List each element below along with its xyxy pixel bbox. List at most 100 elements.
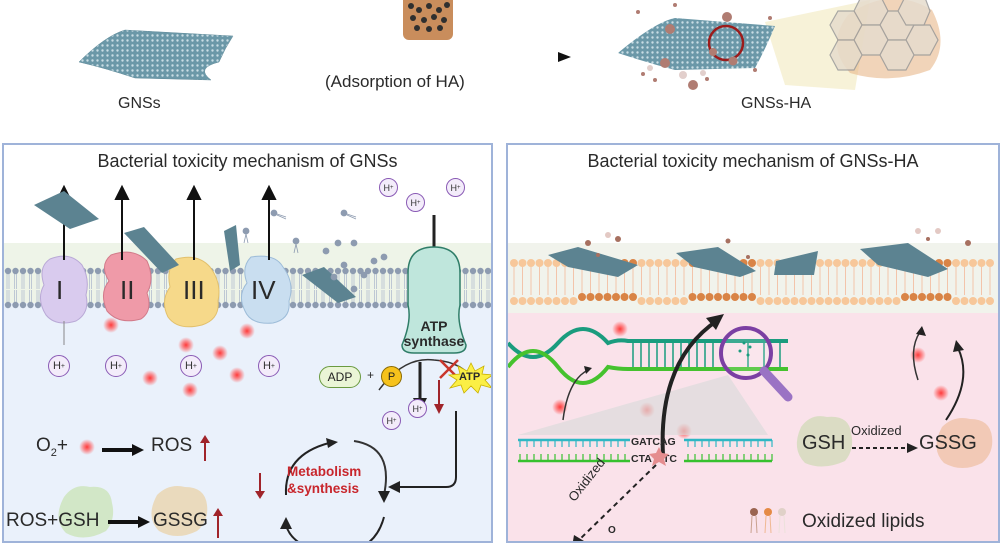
proton-ion: H+ [379,178,398,197]
attack-arrows [562,314,965,456]
gns-label: GNSs [118,95,161,112]
process-label: (Adsorption of HA) [325,72,465,91]
complex-II-label: II [120,275,135,305]
ros-dot [612,321,628,337]
proton-text: H [410,197,417,208]
atp-star [447,362,491,394]
complex-I-label: I [56,275,64,305]
atp-synthase [401,215,467,354]
right-panel-title: Bacterial toxicity mechanism of GNSs-HA [587,151,919,171]
proton-ion: H+ [408,399,427,418]
complex-II [103,251,152,322]
proton-ion: H+ [406,193,425,212]
left-panel-title: Bacterial toxicity mechanism of GNSs [97,151,398,171]
gssg-blob [936,418,993,468]
o2-text: O [36,435,51,456]
complex-III [164,256,220,328]
decrease-arrow-icon [255,473,265,499]
oxidized-base-star [649,447,669,466]
proton-ion: H+ [382,411,401,430]
dna-helix [508,327,788,385]
proton-sup: + [192,362,198,370]
proton-ion: H+ [180,355,202,377]
proton-text: H [412,403,419,414]
metabolism-cycle [280,411,457,541]
atp-synthase-line2: synthase [403,333,465,349]
reaction-arrow [108,516,150,528]
metabolism-label: Metabolism &synthesis [287,463,361,497]
proton-text: H [184,360,193,372]
phosphate-badge: P [381,366,402,387]
oxidized-lipids-legend-icon [750,508,786,534]
adp-badge: ADP [319,366,361,388]
dna-bottom-sequence-left: CTA [631,453,652,465]
metabolism-line2: &synthesis [287,481,360,496]
complex-IV [241,255,292,324]
proton-ion: H+ [258,355,280,377]
plus-sign: + [367,368,375,382]
increase-arrow-icon [200,435,210,461]
metabolism-line1: Metabolism [287,464,362,479]
gssg-blob [151,486,208,536]
proton-sup: + [416,199,421,206]
proton-text: H [262,360,271,372]
proton-text: H [52,360,61,372]
complex-IV-label: IV [251,275,276,305]
graphene-sheet-icon [78,29,234,81]
oxidized-arrow-label: Oxidized [851,423,902,438]
o2-reactant: O2+ [36,435,68,459]
gssg-product: GSSG [153,510,208,531]
ros-dot [142,370,158,386]
proton-ion: H+ [48,355,70,377]
right-panel: Bacterial toxicity mechanism of GNSs-HA [506,143,1000,543]
proton-text: H [383,182,390,193]
dislodged-lipids [242,209,388,293]
proton-text: H [450,182,457,193]
ros-dot [212,345,228,361]
atp-synthase-label: ATP synthase [398,319,470,349]
dna-top-sequence: GATCAG [631,436,676,448]
magnifier-icon [719,326,793,402]
graphene-ha-sheets [548,228,971,277]
oxo-symbol: O [608,525,616,536]
proton-sup: + [270,362,276,370]
left-panel: Bacterial toxicity mechanism of GNSs /* … [2,143,493,543]
proton-ion: H+ [446,178,465,197]
complex-I [40,255,88,345]
proton-text: H [109,360,118,372]
atp-synthase-line1: ATP [420,318,448,334]
reaction-arrow [102,444,144,456]
ros-dot [182,382,198,398]
ros-dot [229,367,245,383]
ros-dot [933,385,949,401]
increase-arrow-icon [213,508,223,538]
gns-ha-label: GNSs-HA [741,95,812,112]
o2-plus: + [56,435,69,456]
proton-ion: H+ [105,355,127,377]
proton-sup: + [392,417,397,424]
proton-text: H [386,415,393,426]
gns-ha-sheet-icon [618,0,941,90]
gsh-blob [58,486,114,538]
proton-sup: + [389,184,394,191]
zoom-cone [518,375,768,435]
complex-III-label: III [183,275,205,305]
process-arrow [255,52,571,62]
dna-strands [518,438,773,463]
atp-label: ATP [459,371,481,383]
oxidation-arrow [852,443,918,453]
proton-sup: + [117,362,123,370]
proton-sup: + [456,184,461,191]
gssg-label: GSSG [919,432,977,454]
gsh-label: GSH [802,432,846,454]
proton-sup: + [418,405,423,412]
ros-dot [79,439,95,455]
oxidized-lipids-label: Oxidized lipids [802,511,925,532]
graphene-fragments [34,191,356,303]
gsh-reactants: ROS+GSH [6,510,100,531]
ros-dot [103,317,119,333]
gsh-blob [796,416,853,467]
ros-dot [239,323,255,339]
proton-sup: + [60,362,66,370]
ha-container-icon [403,0,453,40]
